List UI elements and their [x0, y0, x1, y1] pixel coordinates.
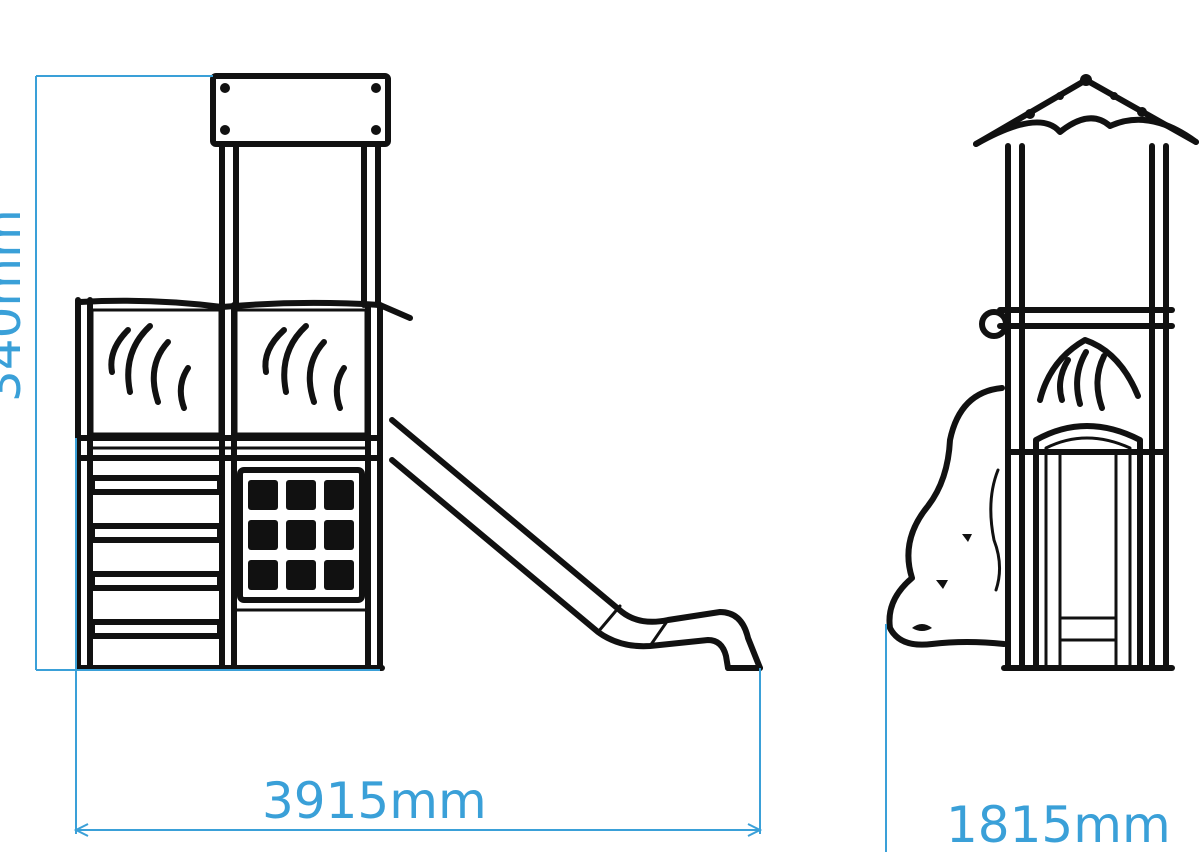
side-climbing-wall — [886, 385, 1007, 648]
roof-sign-board — [210, 73, 391, 147]
front-grid-panel — [234, 467, 368, 612]
side-roof — [973, 74, 1199, 147]
front-deck — [77, 297, 413, 461]
dimension-lines — [35, 75, 887, 852]
front-swirl-panels — [90, 308, 368, 436]
side-posts — [1005, 143, 1169, 671]
side-slide — [1033, 423, 1143, 671]
front-ladder — [89, 475, 223, 639]
front-width-label: 3915mm — [262, 772, 487, 830]
height-label: 340mm — [0, 209, 32, 402]
side-view — [886, 74, 1199, 671]
side-width-label: 1815mm — [946, 796, 1171, 852]
front-view — [75, 73, 763, 671]
front-slide — [389, 417, 763, 671]
